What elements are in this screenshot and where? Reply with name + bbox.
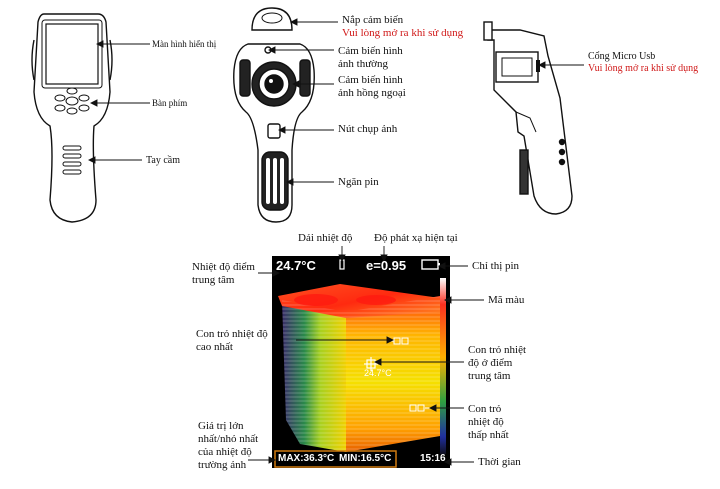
overlay-center-marker: 24.7°C <box>364 368 392 378</box>
label-maxmin-3: của nhiệt độ <box>198 446 252 458</box>
label-emissivity: Độ phát xạ hiện tại <box>374 232 458 244</box>
label-usb-port: Cổng Micro Usb <box>588 51 656 62</box>
label-cold-cursor-1: Con trỏ <box>468 403 502 415</box>
battery-compartment <box>261 151 289 211</box>
cold-cursor-icon <box>409 404 432 412</box>
label-center-cursor-2: độ ở điểm <box>468 357 513 369</box>
label-handle: Tay cầm <box>146 155 181 166</box>
label-center-temp-2: trung tâm <box>192 274 235 286</box>
label-maxmin-4: trường ảnh <box>198 459 247 471</box>
label-sensor-cover-note: Vui lòng mở ra khi sử dụng <box>342 27 464 39</box>
overlay-min: MIN:16.5°C <box>339 453 392 464</box>
sensor-cover-flap <box>251 7 293 31</box>
label-capture-button: Nút chụp ảnh <box>338 123 398 135</box>
label-time: Thời gian <box>478 456 521 468</box>
label-ir-sensor-1: Cảm biến hình <box>338 74 403 86</box>
label-battery-compartment: Ngăn pin <box>338 176 379 188</box>
label-cold-cursor-2: nhiệt độ <box>468 416 504 428</box>
maxmin-box <box>274 450 397 468</box>
label-hot-cursor-1: Con trỏ nhiệt độ <box>196 328 268 340</box>
label-maxmin-2: nhất/nhỏ nhất <box>198 433 259 445</box>
label-center-temp-1: Nhiệt độ điểm <box>192 261 255 273</box>
label-ir-sensor-2: ảnh hồng ngoại <box>338 87 406 99</box>
label-temp-range: Dải nhiệt độ <box>298 232 353 244</box>
label-center-cursor-3: trung tâm <box>468 370 511 382</box>
label-battery-indicator: Chỉ thị pin <box>472 260 520 272</box>
label-visual-sensor-2: ảnh thường <box>338 58 388 70</box>
label-visual-sensor-1: Cảm biến hình <box>338 45 403 57</box>
device-back-view <box>233 7 315 223</box>
overlay-max: MAX:36.3°C <box>278 453 335 464</box>
center-cursor-icon <box>364 357 378 371</box>
label-cold-cursor-3: thấp nhất <box>468 429 509 441</box>
overlay-emissivity: e=0.95 <box>366 258 407 273</box>
capture-button <box>267 123 281 139</box>
overlay-clock: 15:16 <box>420 453 446 464</box>
label-keypad: Bàn phím <box>152 98 188 108</box>
label-screen: Màn hình hiển thị <box>152 39 217 49</box>
device-front-view <box>31 13 113 223</box>
device-side-view <box>483 21 573 215</box>
label-color-code: Mã màu <box>488 294 525 306</box>
screen <box>45 23 99 85</box>
label-maxmin-1: Giá trị lớn <box>198 420 244 432</box>
label-hot-cursor-2: cao nhất <box>196 341 233 353</box>
color-bar <box>440 278 446 454</box>
label-center-cursor-1: Con trỏ nhiệt <box>468 344 527 356</box>
label-sensor-cover: Nắp cảm biến <box>342 14 404 26</box>
leader-lines <box>87 18 584 466</box>
handle-grip <box>62 145 82 175</box>
overlay-center-temp: 24.7°C <box>276 258 316 273</box>
keypad <box>54 87 90 115</box>
label-usb-port-note: Vui lòng mở ra khi sử dụng <box>588 63 699 74</box>
